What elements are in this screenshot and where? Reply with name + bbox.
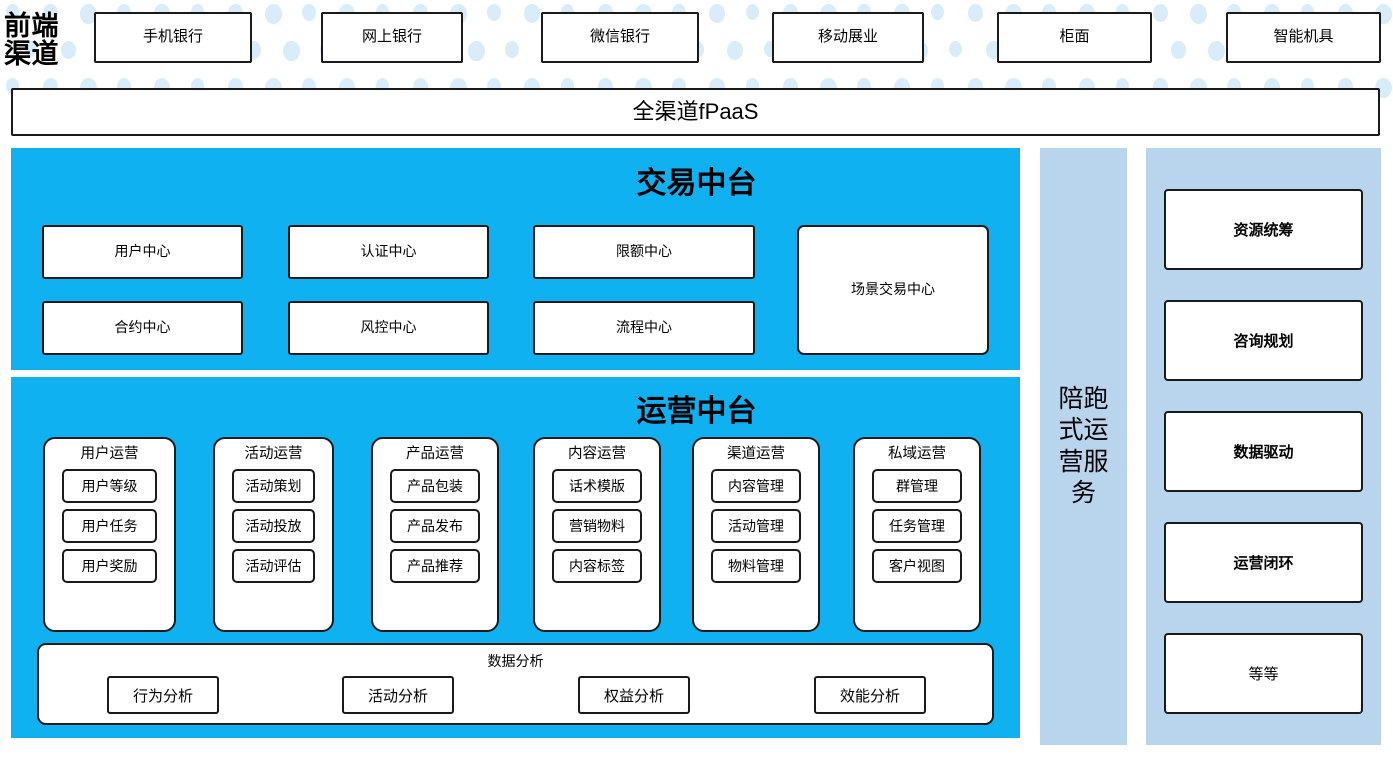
analysis-item[interactable]: 活动分析 — [342, 676, 454, 714]
ops-item[interactable]: 产品推荐 — [390, 548, 480, 583]
ops-item[interactable]: 内容标签 — [552, 548, 642, 583]
ops-column-title: 渠道运营 — [727, 446, 785, 462]
ops-item[interactable]: 物料管理 — [711, 548, 801, 583]
data-analysis-panel: 数据分析 行为分析 活动分析 权益分析 效能分析 — [37, 643, 994, 725]
trade-center-box[interactable]: 合约中心 — [42, 301, 243, 355]
ops-column-title: 私域运营 — [888, 446, 946, 462]
value-box[interactable]: 资源统筹 — [1164, 189, 1363, 270]
value-box[interactable]: 咨询规划 — [1164, 300, 1363, 381]
value-box[interactable]: 等等 — [1164, 633, 1363, 714]
ops-column: 渠道运营内容管理活动管理物料管理 — [692, 437, 820, 632]
channel-box[interactable]: 微信银行 — [541, 12, 699, 63]
trade-platform-title: 交易中台 — [636, 167, 757, 200]
ops-item[interactable]: 活动投放 — [232, 508, 315, 543]
ops-item[interactable]: 话术模版 — [552, 468, 642, 503]
trade-center-box[interactable]: 风控中心 — [288, 301, 489, 355]
ops-item[interactable]: 产品包装 — [390, 468, 480, 503]
analysis-item[interactable]: 权益分析 — [578, 676, 690, 714]
ops-column: 活动运营活动策划活动投放活动评估 — [213, 437, 334, 632]
channel-box[interactable]: 柜面 — [997, 12, 1152, 63]
companion-service-label: 陪跑式运营服务 — [1058, 384, 1109, 508]
analysis-item[interactable]: 效能分析 — [814, 676, 926, 714]
ops-item[interactable]: 活动策划 — [232, 468, 315, 503]
ops-column-title: 用户运营 — [80, 446, 139, 462]
front-channel-label: 前端 渠道 — [4, 10, 59, 69]
channel-box[interactable]: 智能机具 — [1226, 12, 1381, 63]
value-panel: 资源统筹咨询规划数据驱动运营闭环等等 — [1146, 148, 1381, 745]
analysis-item[interactable]: 行为分析 — [107, 676, 219, 714]
ops-item[interactable]: 群管理 — [872, 468, 962, 503]
ops-item[interactable]: 用户任务 — [62, 508, 157, 543]
channel-box[interactable]: 移动展业 — [772, 12, 924, 63]
ops-item[interactable]: 任务管理 — [872, 508, 962, 543]
companion-service-column: 陪跑式运营服务 — [1040, 148, 1127, 745]
trade-center-box[interactable]: 认证中心 — [288, 225, 489, 279]
trade-center-box[interactable]: 限额中心 — [533, 225, 755, 279]
ops-item[interactable]: 用户等级 — [62, 468, 157, 503]
ops-column: 内容运营话术模版营销物料内容标签 — [533, 437, 661, 632]
ops-item[interactable]: 客户视图 — [872, 548, 962, 583]
ops-item[interactable]: 营销物料 — [552, 508, 642, 543]
trade-center-box[interactable]: 流程中心 — [533, 301, 755, 355]
fpaas-bar[interactable]: 全渠道fPaaS — [11, 88, 1380, 136]
scene-trade-center-box[interactable]: 场景交易中心 — [797, 225, 989, 355]
ops-item[interactable]: 内容管理 — [711, 468, 801, 503]
channel-box[interactable]: 手机银行 — [94, 12, 252, 63]
ops-column: 产品运营产品包装产品发布产品推荐 — [371, 437, 499, 632]
ops-column: 用户运营用户等级用户任务用户奖励 — [43, 437, 176, 632]
data-analysis-title: 数据分析 — [487, 653, 544, 669]
ops-column: 私域运营群管理任务管理客户视图 — [853, 437, 981, 632]
channel-box[interactable]: 网上银行 — [321, 12, 463, 63]
ops-platform-title: 运营中台 — [636, 395, 757, 428]
ops-column-title: 产品运营 — [406, 446, 464, 462]
ops-item[interactable]: 活动评估 — [232, 548, 315, 583]
ops-item[interactable]: 用户奖励 — [62, 548, 157, 583]
ops-column-title: 内容运营 — [568, 446, 626, 462]
value-box[interactable]: 运营闭环 — [1164, 522, 1363, 603]
ops-item[interactable]: 产品发布 — [390, 508, 480, 543]
ops-item[interactable]: 活动管理 — [711, 508, 801, 543]
value-box[interactable]: 数据驱动 — [1164, 411, 1363, 492]
trade-center-box[interactable]: 用户中心 — [42, 225, 243, 279]
ops-column-title: 活动运营 — [244, 446, 303, 462]
